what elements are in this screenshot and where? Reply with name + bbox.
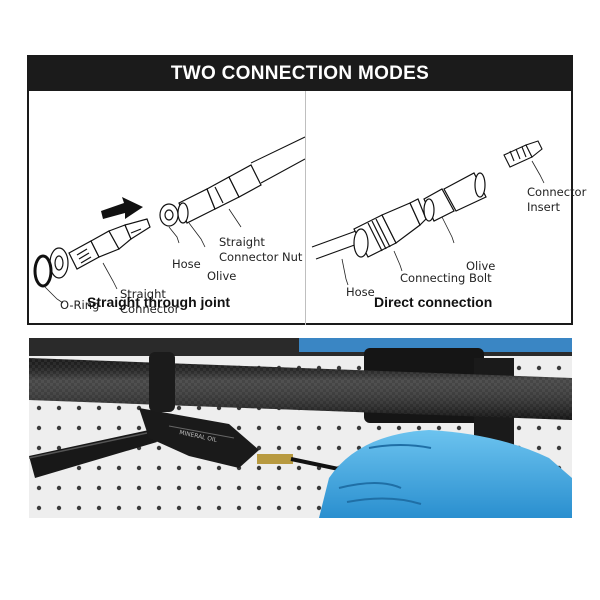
lever-clamp [149, 352, 175, 412]
leader-lines [44, 208, 242, 304]
leader-lines [341, 160, 545, 286]
direct-connection-panel: Connector Insert Olive Connecting Bolt H… [306, 91, 586, 325]
o-ring-part [33, 254, 53, 288]
stand-top [299, 338, 572, 352]
gloved-hand [319, 430, 572, 518]
olive-part [159, 203, 179, 227]
connector-nut-part [177, 164, 262, 224]
connector-insert-label-1: Connector [527, 185, 587, 199]
connecting-bolt-part [353, 198, 427, 258]
diagram-title: TWO CONNECTION MODES [29, 57, 571, 91]
hose-part [250, 136, 305, 184]
o-ring-label: O-Ring [60, 298, 100, 312]
straight-connector-part [68, 218, 151, 270]
straight-connector-label-1: Straight [120, 287, 166, 301]
direction-arrow-icon [101, 197, 143, 219]
connector-nut-label-1: Straight [219, 235, 265, 249]
washer-part [49, 247, 69, 279]
lever-blade [29, 430, 157, 478]
diagram-frame: TWO CONNECTION MODES [27, 55, 586, 325]
hose-part [311, 230, 361, 260]
brake-lever-photo-illustration: MINERAL OIL [29, 338, 572, 518]
connecting-bolt-label: Connecting Bolt [400, 271, 492, 285]
brake-lever-body [139, 408, 259, 468]
olive-label: Olive [207, 269, 237, 283]
connector-insert-part [503, 140, 543, 168]
panel-divider [305, 91, 306, 325]
hose-label: Hose [346, 285, 375, 299]
hose-label: Hose [172, 257, 201, 271]
olive-label: Olive [466, 259, 496, 273]
straight-connector-label-2: Connector [120, 302, 180, 316]
connector-nut-label-2: Connector Nut [219, 250, 303, 264]
straight-through-caption: Straight through joint [87, 294, 231, 310]
hose-connector [257, 454, 293, 464]
straight-through-illustration [33, 136, 305, 304]
connector-insert-label-2: Insert [527, 200, 560, 214]
sleeve-part [443, 172, 487, 212]
direct-connection-illustration [311, 140, 545, 286]
straight-through-panel: O-Ring Straight Connector Hose Olive Str… [29, 91, 305, 325]
olive-part [423, 188, 455, 222]
direct-connection-caption: Direct connection [374, 294, 493, 310]
brake-lever-photo: MINERAL OIL [29, 338, 572, 518]
